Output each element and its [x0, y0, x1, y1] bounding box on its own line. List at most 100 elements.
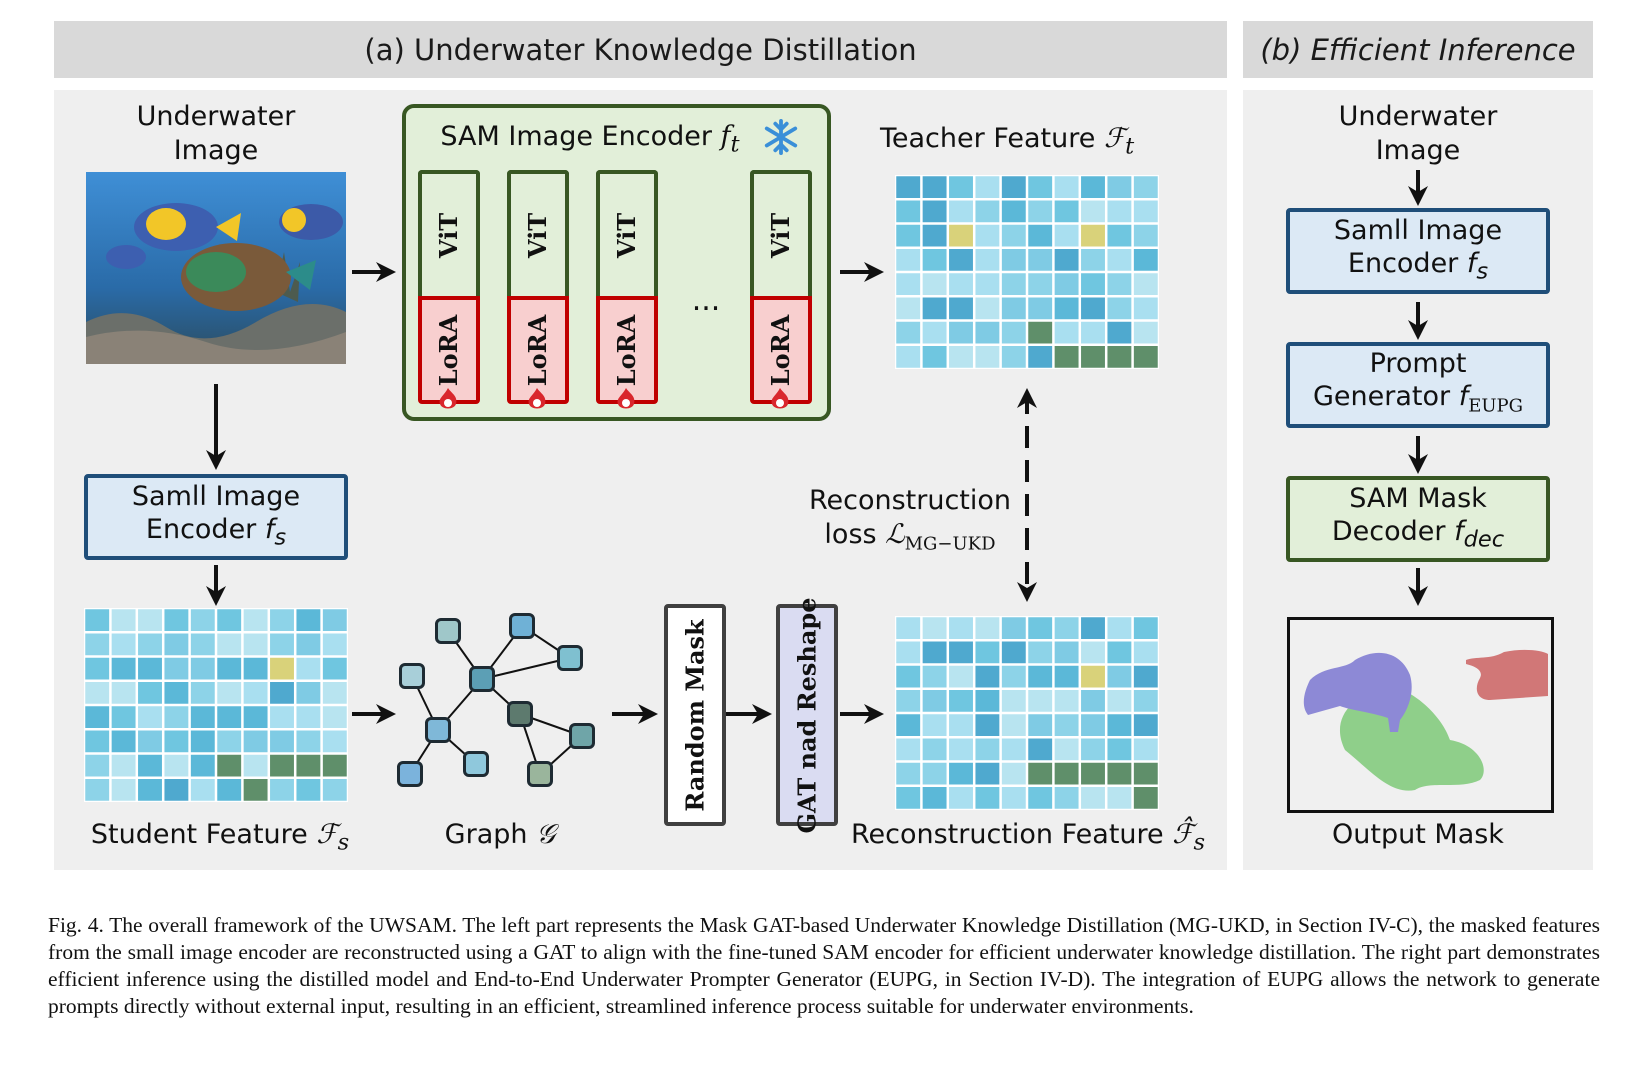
recon-feature-symbol: ℱ̂	[1172, 819, 1194, 850]
student-feature-text: Student Feature	[90, 819, 317, 850]
feature-patch	[295, 608, 322, 633]
feature-patch	[921, 640, 948, 665]
feature-patch	[1132, 688, 1159, 713]
graph-node	[435, 618, 461, 644]
feature-patch	[1079, 688, 1107, 713]
feature-patch	[1000, 175, 1027, 200]
teacher-feature-sub: t	[1125, 133, 1135, 160]
feature-patch	[189, 656, 216, 681]
underwater-image-label: Underwater Image	[96, 100, 336, 168]
feature-patch	[242, 608, 269, 633]
feature-patch	[1132, 761, 1159, 786]
feature-patch	[1000, 223, 1027, 248]
feature-patch	[295, 729, 322, 754]
vit-block-3: ViT	[596, 170, 658, 296]
graph-symbol: 𝒢	[536, 819, 556, 850]
feature-patch	[974, 247, 1001, 272]
feature-patch	[921, 664, 948, 689]
feature-patch	[974, 296, 1001, 321]
teacher-feature-symbol: ℱ	[1103, 123, 1126, 154]
gat-reshape-block: GAT nad Reshape	[776, 597, 838, 833]
fire-icon	[439, 388, 457, 409]
student-feature-label: Student Feature ℱs	[60, 818, 380, 859]
feature-patch	[1053, 616, 1080, 641]
feature-patch	[1106, 247, 1133, 272]
feature-patch	[136, 729, 164, 754]
feature-patch	[947, 640, 975, 665]
feature-patch	[189, 729, 216, 754]
feature-patch	[1106, 272, 1133, 297]
feature-patch	[1027, 223, 1054, 248]
feature-patch	[216, 705, 243, 730]
feature-patch	[947, 247, 975, 272]
feature-patch	[1053, 223, 1080, 248]
recon-loss-symbol: ℒ	[885, 519, 905, 550]
feature-patch	[974, 640, 1001, 665]
prompt-gen-sub: EUPG	[1468, 395, 1524, 417]
figure-caption: Fig. 4. The overall framework of the UWS…	[48, 913, 1600, 1018]
feature-patch	[1000, 688, 1027, 713]
small-image-encoder-left: Samll Image Encoder fs	[84, 474, 348, 560]
vit-label: ViT	[612, 212, 642, 258]
decoder-sub: dec	[1463, 526, 1505, 553]
lora-block-3: LoRA	[596, 296, 658, 404]
feature-patch	[1132, 737, 1159, 762]
feature-patch	[1027, 640, 1054, 665]
feature-patch	[947, 272, 975, 297]
recon-feature-sub: s	[1193, 829, 1206, 856]
feature-patch	[321, 680, 348, 705]
reconstruction-loss-label: Reconstruction loss ℒMG−UKD	[800, 484, 1020, 561]
teacher-feature-map	[895, 175, 1159, 369]
feature-patch	[1027, 785, 1054, 810]
recon-loss-sub: MG−UKD	[904, 533, 996, 555]
feature-patch	[1053, 272, 1080, 297]
right-underwater-line2: Image	[1375, 135, 1461, 166]
feature-patch	[947, 713, 975, 738]
feature-patch	[921, 199, 948, 224]
feature-patch	[242, 777, 269, 802]
feature-patch	[189, 705, 216, 730]
feature-patch	[1053, 713, 1080, 738]
student-feature-symbol: ℱ	[316, 819, 338, 850]
feature-patch	[84, 632, 111, 657]
feature-patch	[947, 688, 975, 713]
feature-patch	[895, 272, 922, 297]
feature-patch	[1106, 616, 1133, 641]
feature-patch	[1027, 616, 1054, 641]
feature-patch	[1132, 199, 1159, 224]
prompt-generator: Prompt Generator fEUPG	[1286, 342, 1550, 428]
feature-patch	[189, 680, 216, 705]
feature-patch	[84, 680, 111, 705]
feature-patch	[1000, 713, 1027, 738]
feature-patch	[1132, 344, 1159, 369]
feature-patch	[163, 729, 190, 754]
feature-patch	[216, 632, 243, 657]
feature-patch	[242, 680, 269, 705]
vit-label: ViT	[766, 212, 796, 258]
feature-patch	[921, 320, 948, 345]
feature-patch	[110, 632, 137, 657]
small-encoder-line2: Encoder	[145, 513, 265, 545]
feature-patch	[1027, 344, 1054, 369]
feature-patch	[321, 632, 348, 657]
feature-patch	[136, 632, 164, 657]
feature-patch	[1000, 247, 1027, 272]
lora-block-1: LoRA	[418, 296, 480, 404]
feature-patch	[110, 777, 137, 802]
feature-patch	[974, 272, 1001, 297]
vit-label: ViT	[523, 212, 553, 258]
feature-patch	[974, 320, 1001, 345]
feature-patch	[895, 296, 922, 321]
feature-patch	[1132, 664, 1159, 689]
sam-encoder-sub: t	[730, 131, 740, 158]
feature-patch	[242, 729, 269, 754]
feature-patch	[1000, 640, 1027, 665]
feature-patch	[974, 175, 1001, 200]
feature-patch	[921, 688, 948, 713]
feature-patch	[189, 608, 216, 633]
feature-patch	[163, 753, 190, 778]
panel-b-header: (b) Efficient Inference	[1243, 21, 1593, 78]
feature-patch	[268, 729, 296, 754]
feature-patch	[974, 199, 1001, 224]
graph-node	[557, 645, 583, 671]
